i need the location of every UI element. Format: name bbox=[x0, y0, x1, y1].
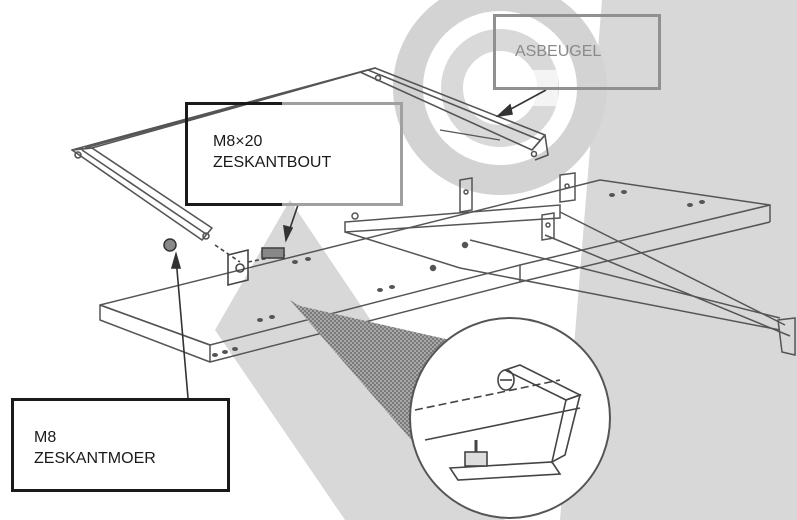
axle-bracket bbox=[71, 67, 549, 241]
tie-rod-frame bbox=[344, 172, 796, 356]
bolt-arrow-icon bbox=[283, 224, 294, 243]
asbeugel-label: ASBEUGEL bbox=[515, 43, 602, 60]
asbeugel-callout-box bbox=[493, 14, 661, 90]
nut-leader bbox=[175, 257, 189, 399]
nut-size-label: M8 bbox=[34, 429, 57, 446]
bolt-size-label: M8×20 bbox=[213, 133, 263, 150]
mounting-tab bbox=[214, 244, 286, 287]
nut-callout-box bbox=[11, 398, 230, 492]
nut-arrow-icon bbox=[170, 251, 182, 269]
asbeugel-arrow-icon bbox=[495, 103, 513, 118]
hex-nut-icon bbox=[163, 238, 177, 252]
bolt-type-label: ZESKANTBOUT bbox=[213, 154, 332, 171]
leader-lines bbox=[170, 89, 547, 399]
bolt-callout-box-outer bbox=[282, 102, 403, 206]
detail-view bbox=[409, 317, 611, 519]
nut-type-label: ZESKANTMOER bbox=[34, 450, 156, 467]
